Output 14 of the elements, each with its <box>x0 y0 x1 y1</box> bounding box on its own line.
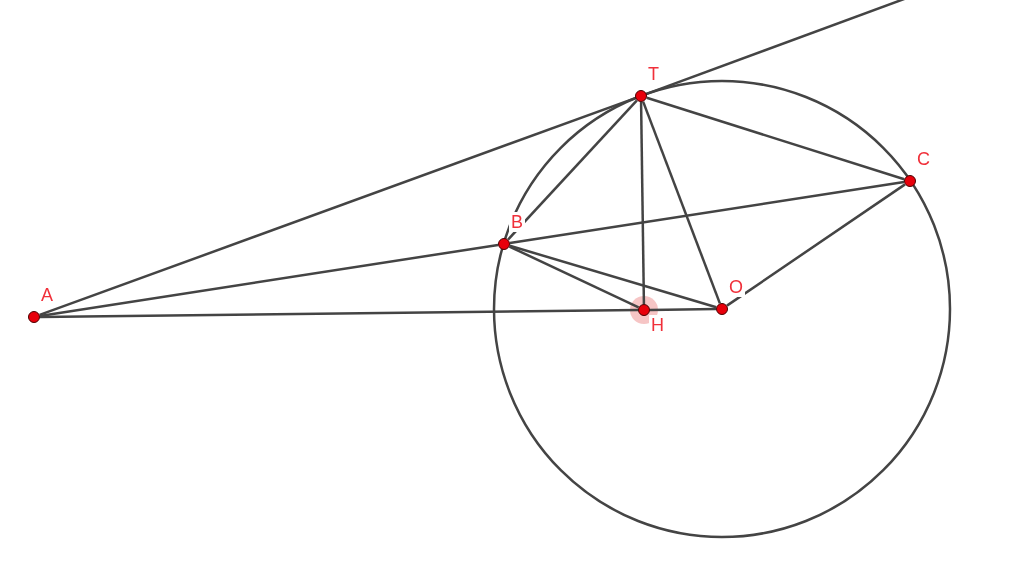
line-segment <box>39 96 636 317</box>
line-segment <box>646 96 905 181</box>
line-segment <box>639 101 646 305</box>
line-segment <box>641 101 722 304</box>
point-label: B <box>509 212 525 232</box>
line-segment <box>650 307 716 312</box>
point-label: O <box>727 277 745 297</box>
line-segment <box>40 308 638 319</box>
line-segment <box>508 245 640 309</box>
line-segment <box>509 244 717 309</box>
line-segment <box>726 183 906 307</box>
line-segment <box>509 180 905 245</box>
line-segment <box>39 243 499 318</box>
line-segment <box>507 99 638 241</box>
